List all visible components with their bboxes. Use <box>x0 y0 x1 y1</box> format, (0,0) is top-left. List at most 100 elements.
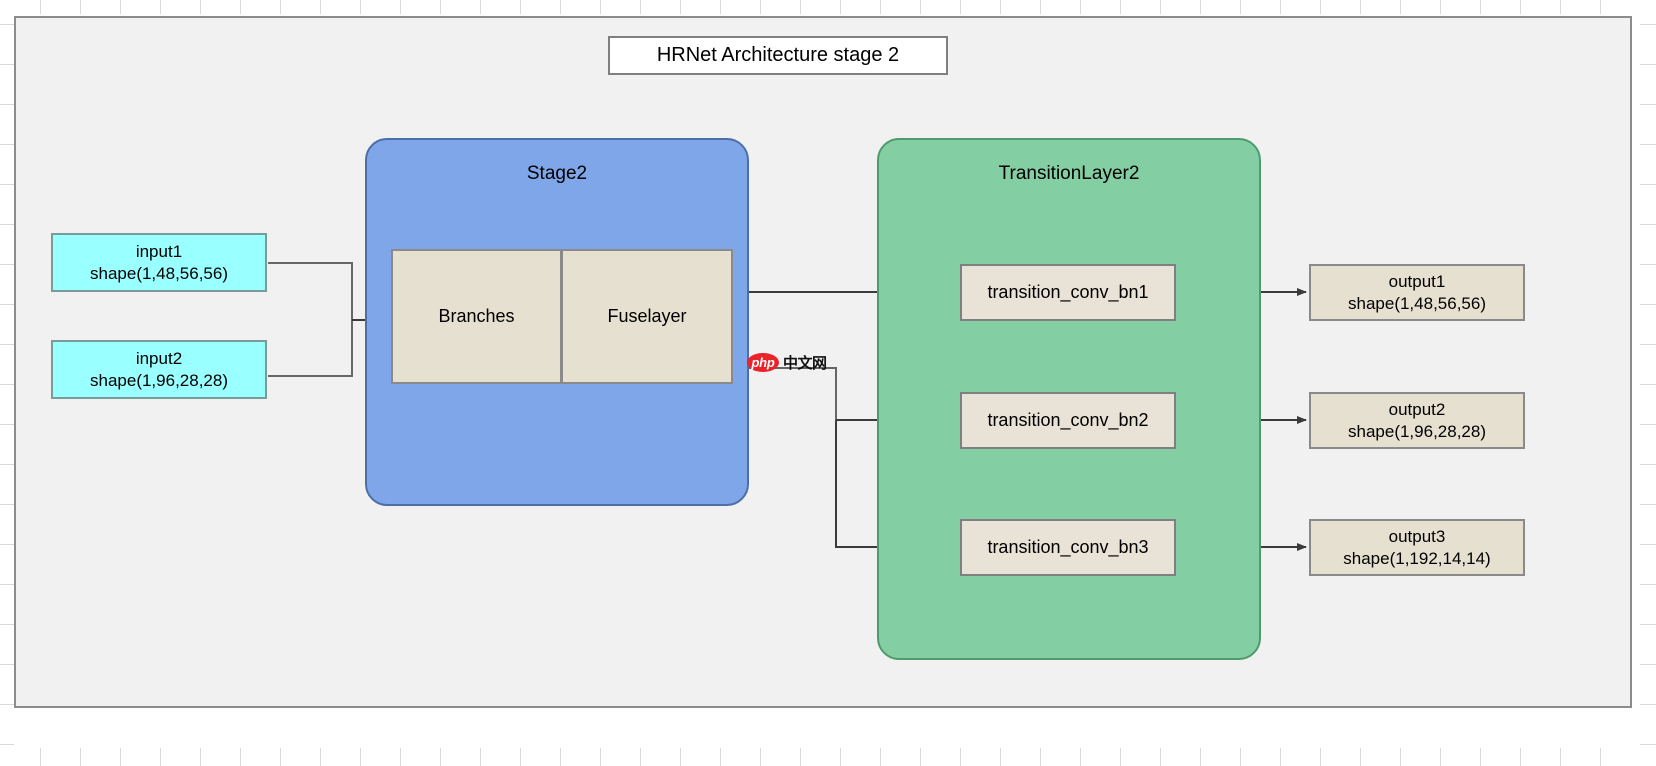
ruler-tick <box>1640 184 1656 185</box>
diagram-title[interactable]: HRNet Architecture stage 2 <box>608 36 948 75</box>
ruler-tick <box>1320 0 1321 14</box>
ruler-tick <box>560 0 561 14</box>
ruler-tick <box>1280 748 1281 766</box>
watermark: php 中文网 <box>747 352 827 373</box>
ruler-tick <box>920 0 921 14</box>
output2-shape: shape(1,96,28,28) <box>1348 421 1486 441</box>
ruler-tick <box>160 0 161 14</box>
ruler-tick <box>600 748 601 766</box>
input-node-1[interactable]: input1 shape(1,48,56,56) <box>51 233 267 292</box>
input1-name: input1 <box>135 242 183 262</box>
ruler-tick <box>0 224 14 225</box>
ruler-tick <box>1600 0 1601 14</box>
ruler-tick <box>720 748 721 766</box>
ruler-tick <box>1120 748 1121 766</box>
ruler-tick <box>1040 748 1041 766</box>
ruler-tick <box>120 748 121 766</box>
ruler-tick <box>0 264 14 265</box>
input-node-2[interactable]: input2 shape(1,96,28,28) <box>51 340 267 399</box>
ruler-tick <box>960 748 961 766</box>
ruler-tick <box>1520 748 1521 766</box>
transition-conv-bn2-label: transition_conv_bn2 <box>987 410 1149 431</box>
ruler-tick <box>1360 0 1361 14</box>
ruler-tick <box>0 584 14 585</box>
fuselayer-label: Fuselayer <box>607 306 687 327</box>
ruler-tick <box>0 744 14 745</box>
ruler-tick <box>1640 744 1656 745</box>
ruler-tick <box>760 0 761 14</box>
ruler-tick <box>80 0 81 14</box>
ruler-tick <box>1640 264 1656 265</box>
ruler-tick <box>520 0 521 14</box>
ruler-tick <box>40 0 41 14</box>
ruler-tick <box>280 748 281 766</box>
input2-shape: shape(1,96,28,28) <box>90 370 228 390</box>
output-node-1[interactable]: output1 shape(1,48,56,56) <box>1309 264 1525 321</box>
sub-block-fuselayer[interactable]: Fuselayer <box>561 249 733 384</box>
ruler-top[interactable] <box>0 0 1656 14</box>
ruler-tick <box>1640 64 1656 65</box>
ruler-tick <box>0 424 14 425</box>
ruler-tick <box>0 24 14 25</box>
ruler-tick <box>0 544 14 545</box>
ruler-tick <box>400 748 401 766</box>
ruler-left[interactable] <box>0 0 14 766</box>
ruler-tick <box>0 304 14 305</box>
ruler-tick <box>200 748 201 766</box>
output1-name: output1 <box>1388 272 1446 292</box>
ruler-tick <box>880 748 881 766</box>
ruler-tick <box>800 0 801 14</box>
output2-name: output2 <box>1388 400 1446 420</box>
ruler-tick <box>320 748 321 766</box>
ruler-tick <box>0 344 14 345</box>
ruler-tick <box>80 748 81 766</box>
output1-shape: shape(1,48,56,56) <box>1348 293 1486 313</box>
ruler-tick <box>960 0 961 14</box>
ruler-tick <box>840 0 841 14</box>
ruler-tick <box>1640 104 1656 105</box>
ruler-tick <box>1640 344 1656 345</box>
ruler-tick <box>680 748 681 766</box>
ruler-tick <box>1240 0 1241 14</box>
ruler-tick <box>1640 584 1656 585</box>
ruler-tick <box>1640 144 1656 145</box>
transition-conv-bn1[interactable]: transition_conv_bn1 <box>960 264 1176 321</box>
branches-label: Branches <box>438 306 515 327</box>
ruler-tick <box>440 748 441 766</box>
ruler-tick <box>520 748 521 766</box>
ruler-tick <box>1640 624 1656 625</box>
transition-conv-bn2[interactable]: transition_conv_bn2 <box>960 392 1176 449</box>
ruler-tick <box>120 0 121 14</box>
ruler-tick <box>0 64 14 65</box>
ruler-right[interactable] <box>1640 0 1656 766</box>
ruler-tick <box>1200 0 1201 14</box>
ruler-tick <box>1640 704 1656 705</box>
ruler-tick <box>1640 664 1656 665</box>
ruler-tick <box>800 748 801 766</box>
ruler-tick <box>360 0 361 14</box>
output3-name: output3 <box>1388 527 1446 547</box>
ruler-tick <box>360 748 361 766</box>
output-node-2[interactable]: output2 shape(1,96,28,28) <box>1309 392 1525 449</box>
ruler-tick <box>760 748 761 766</box>
ruler-tick <box>0 384 14 385</box>
ruler-tick <box>1600 748 1601 766</box>
ruler-tick <box>1640 464 1656 465</box>
ruler-tick <box>1000 748 1001 766</box>
ruler-tick <box>1080 0 1081 14</box>
input1-shape: shape(1,48,56,56) <box>90 263 228 283</box>
ruler-tick <box>0 664 14 665</box>
ruler-tick <box>1280 0 1281 14</box>
ruler-tick <box>1640 304 1656 305</box>
ruler-tick <box>1640 504 1656 505</box>
output-node-3[interactable]: output3 shape(1,192,14,14) <box>1309 519 1525 576</box>
ruler-tick <box>280 0 281 14</box>
ruler-tick <box>600 0 601 14</box>
sub-block-branches[interactable]: Branches <box>391 249 562 384</box>
ruler-tick <box>440 0 441 14</box>
transition-conv-bn3[interactable]: transition_conv_bn3 <box>960 519 1176 576</box>
ruler-tick <box>0 144 14 145</box>
ruler-bottom[interactable] <box>0 748 1656 766</box>
diagram-title-text: HRNet Architecture stage 2 <box>656 44 900 66</box>
ruler-tick <box>240 0 241 14</box>
